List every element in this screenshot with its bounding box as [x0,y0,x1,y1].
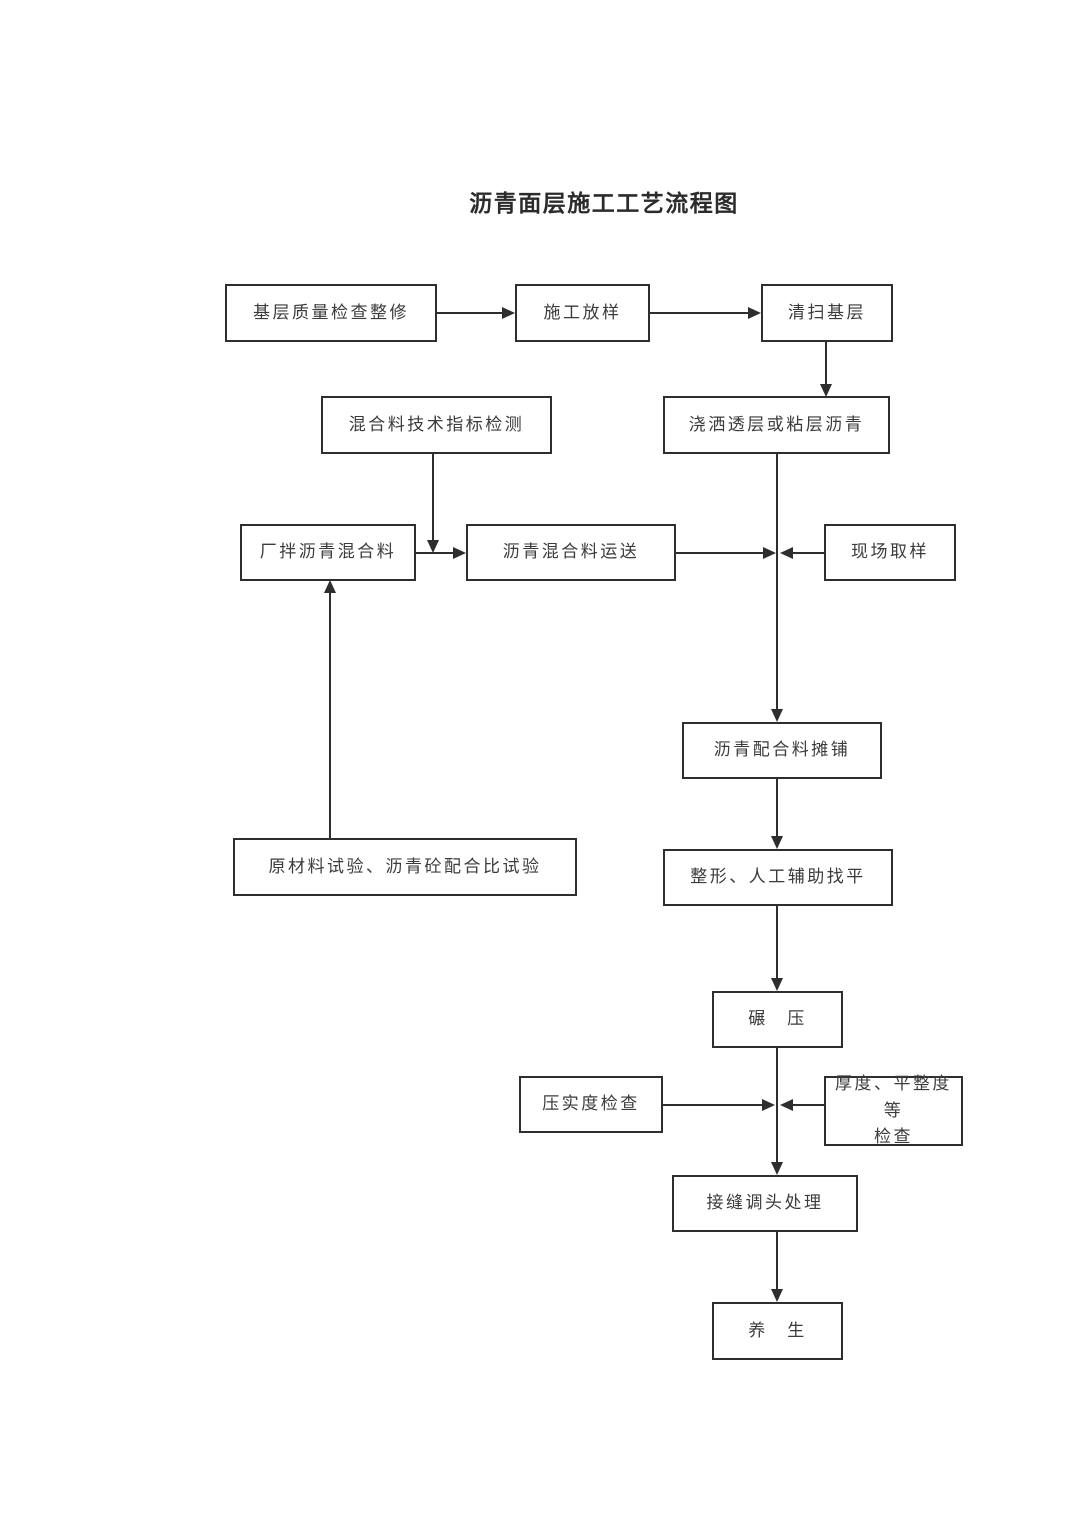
arrowhead-index-test-down [427,540,439,553]
line-sampling-to-mainline [793,552,824,554]
thickness-check-line1: 厚度、平整度等 [835,1074,952,1120]
arrowhead-shaping-to-rolling [771,978,783,991]
arrowhead-rawtest-to-plantmix [324,580,336,593]
line-paving-to-shaping [776,779,778,837]
node-joint-turnaround-treatment: 接缝调头处理 [672,1175,858,1232]
line-thickness-to-mainline [793,1104,824,1106]
node-site-sampling: 现场取样 [824,524,956,581]
node-raw-material-mix-ratio-test: 原材料试验、沥青砼配合比试验 [233,838,577,896]
arrowhead-setout-to-sweep [748,307,761,319]
line-rawtest-to-plantmix [329,593,331,838]
page-title: 沥青面层施工工艺流程图 [469,191,739,216]
node-compaction-degree-check: 压实度检查 [519,1076,663,1133]
node-plant-mixed-asphalt: 厂拌沥青混合料 [240,524,416,581]
node-mixture-transport: 沥青混合料运送 [466,524,676,581]
arrowhead-sampling-to-mainline [780,547,793,559]
node-spray-prime-tack-asphalt: 浇洒透层或粘层沥青 [663,396,890,454]
line-compaction-to-mainline [663,1104,762,1106]
node-construction-setout: 施工放样 [515,284,650,342]
node-sweep-base-layer: 清扫基层 [761,284,893,342]
line-shaping-to-rolling [776,906,778,979]
arrowhead-paving-to-shaping [771,836,783,849]
arrowhead-transport-to-mainline [763,547,776,559]
node-base-quality-check: 基层质量检查整修 [225,284,437,342]
line-index-test-down [432,453,434,541]
node-shaping-manual-leveling: 整形、人工辅助找平 [663,849,893,906]
thickness-check-line2: 检查 [874,1127,913,1147]
arrowhead-joint-to-curing [771,1289,783,1302]
line-spray-to-paving [776,454,778,710]
arrowhead-thickness-to-mainline [780,1099,793,1111]
line-transport-to-mainline [676,552,763,554]
line-setout-to-sweep [650,312,748,314]
line-sweep-to-spray [825,342,827,385]
line-rolling-to-joint [776,1048,778,1162]
node-thickness-flatness-check: 厚度、平整度等 检查 [824,1074,963,1146]
node-asphalt-mix-paving: 沥青配合料摊铺 [682,722,882,779]
line-quality-to-setout [437,312,503,314]
arrowhead-quality-to-setout [502,307,515,319]
line-plantmix-to-transport [416,552,453,554]
node-rolling: 碾 压 [712,991,843,1048]
node-mixture-index-test: 混合料技术指标检测 [321,396,552,454]
arrowhead-compaction-to-mainline [762,1099,775,1111]
line-joint-to-curing [776,1232,778,1290]
node-curing: 养 生 [712,1302,843,1360]
arrowhead-rolling-to-joint [771,1162,783,1175]
arrowhead-spray-to-paving [771,709,783,722]
arrowhead-sweep-to-spray [820,384,832,397]
arrowhead-plantmix-to-transport [453,547,466,559]
